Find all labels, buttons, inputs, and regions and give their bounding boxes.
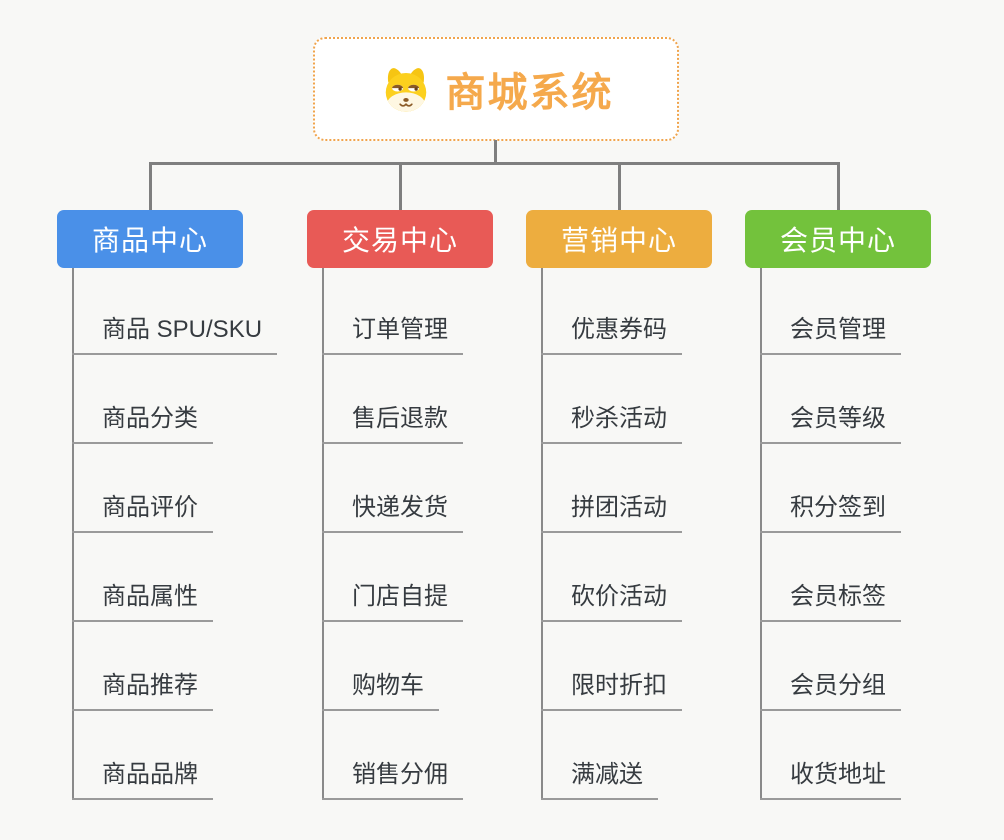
branch-items: 会员管理会员等级积分签到会员标签会员分组收货地址 (760, 266, 901, 800)
subtopic-row: 门店自提 (322, 533, 463, 622)
subtopic-node[interactable]: 会员管理 (760, 309, 901, 355)
subtopic-node[interactable]: 门店自提 (322, 576, 463, 622)
subtopic-row: 拼团活动 (541, 444, 682, 533)
subtopic-row: 商品分类 (72, 355, 277, 444)
subtopic-node[interactable]: 砍价活动 (541, 576, 682, 622)
subtopic-node[interactable]: 会员等级 (760, 398, 901, 444)
subtopic-node[interactable]: 订单管理 (322, 309, 463, 355)
subtopic-node[interactable]: 销售分佣 (322, 754, 463, 800)
subtopic-node[interactable]: 商品 SPU/SKU (72, 309, 278, 355)
subtopic-node[interactable]: 商品推荐 (72, 665, 213, 711)
subtopic-node[interactable]: 售后退款 (322, 398, 463, 444)
branch-spine-line (760, 268, 762, 799)
branch-header[interactable]: 商品中心 (57, 210, 243, 268)
subtopic-row: 收货地址 (760, 711, 901, 800)
subtopic-node[interactable]: 商品评价 (72, 487, 213, 533)
subtopic-row: 砍价活动 (541, 533, 682, 622)
branch-connector-stem (836, 162, 840, 211)
subtopic-node[interactable]: 会员标签 (760, 576, 901, 622)
subtopic-row: 秒杀活动 (541, 355, 682, 444)
subtopic-node[interactable]: 快递发货 (322, 487, 463, 533)
subtopic-row: 优惠券码 (541, 266, 682, 355)
subtopic-node[interactable]: 商品属性 (72, 576, 213, 622)
subtopic-row: 商品 SPU/SKU (72, 266, 278, 355)
subtopic-node[interactable]: 积分签到 (760, 487, 901, 533)
subtopic-row: 商品品牌 (72, 711, 277, 800)
subtopic-row: 商品评价 (72, 444, 277, 533)
branch-connector-stem (148, 162, 152, 211)
subtopic-row: 售后退款 (322, 355, 463, 444)
subtopic-row: 购物车 (322, 622, 463, 711)
subtopic-node[interactable]: 拼团活动 (541, 487, 682, 533)
subtopic-node[interactable]: 优惠券码 (541, 309, 682, 355)
subtopic-node[interactable]: 秒杀活动 (541, 398, 682, 444)
branch-items: 商品 SPU/SKU 商品分类商品评价商品属性商品推荐商品品牌 (72, 266, 278, 800)
subtopic-row: 订单管理 (322, 266, 463, 355)
branch-connector-stem (617, 162, 621, 211)
branch-connector-stem (398, 162, 402, 211)
branch-spine-line (322, 268, 324, 799)
branch-header[interactable]: 交易中心 (307, 210, 493, 268)
subtopic-row: 商品属性 (72, 533, 277, 622)
branch-header[interactable]: 会员中心 (745, 210, 931, 268)
subtopic-node[interactable]: 限时折扣 (541, 665, 682, 711)
subtopic-node[interactable]: 商品品牌 (72, 754, 213, 800)
subtopic-row: 会员分组 (760, 622, 901, 711)
root-title: 商城系统 (445, 71, 614, 115)
subtopic-row: 会员等级 (760, 355, 901, 444)
subtopic-row: 会员管理 (760, 266, 901, 355)
subtopic-node[interactable]: 会员分组 (760, 665, 901, 711)
branch-header[interactable]: 营销中心 (526, 210, 712, 268)
subtopic-row: 满减送 (541, 711, 682, 800)
dog-face-icon (379, 64, 433, 114)
root-node[interactable]: 商城系统 (313, 37, 679, 141)
subtopic-row: 销售分佣 (322, 711, 463, 800)
branch-spine-line (541, 268, 543, 799)
subtopic-row: 限时折扣 (541, 622, 682, 711)
subtopic-row: 商品推荐 (72, 622, 277, 711)
subtopic-row: 积分签到 (760, 444, 901, 533)
branch-spine-line (72, 268, 74, 799)
subtopic-row: 会员标签 (760, 533, 901, 622)
subtopic-node[interactable]: 满减送 (541, 754, 658, 800)
subtopic-node[interactable]: 购物车 (322, 665, 439, 711)
branch-bus-line (149, 162, 840, 165)
branch-items: 优惠券码秒杀活动拼团活动砍价活动限时折扣满减送 (541, 266, 682, 800)
subtopic-node[interactable]: 收货地址 (760, 754, 901, 800)
root-connector-stem (494, 140, 497, 165)
subtopic-row: 快递发货 (322, 444, 463, 533)
subtopic-node[interactable]: 商品分类 (72, 398, 213, 444)
branch-items: 订单管理售后退款快递发货门店自提购物车销售分佣 (322, 266, 463, 800)
